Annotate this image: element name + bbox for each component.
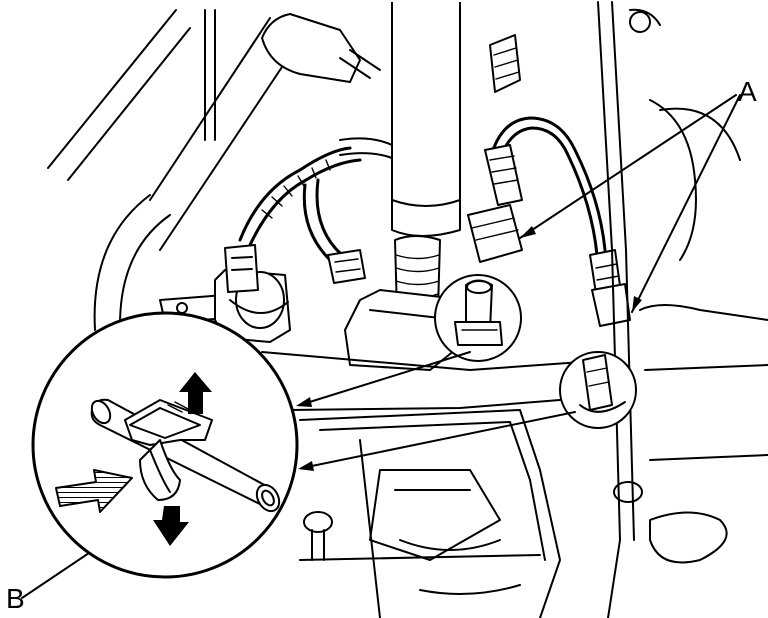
clip-highlight-upper (434, 274, 522, 362)
push-arrow-icon (55, 469, 133, 513)
clip-highlight-lower (559, 351, 637, 429)
engine-background (47, 1, 768, 618)
callout-label-b: B (6, 583, 25, 614)
leader-lines (21, 94, 741, 599)
down-arrow-icon (153, 506, 189, 546)
callout-label-a: A (738, 76, 757, 107)
zoom-detail (31, 311, 299, 579)
up-arrow-icon (179, 372, 212, 414)
